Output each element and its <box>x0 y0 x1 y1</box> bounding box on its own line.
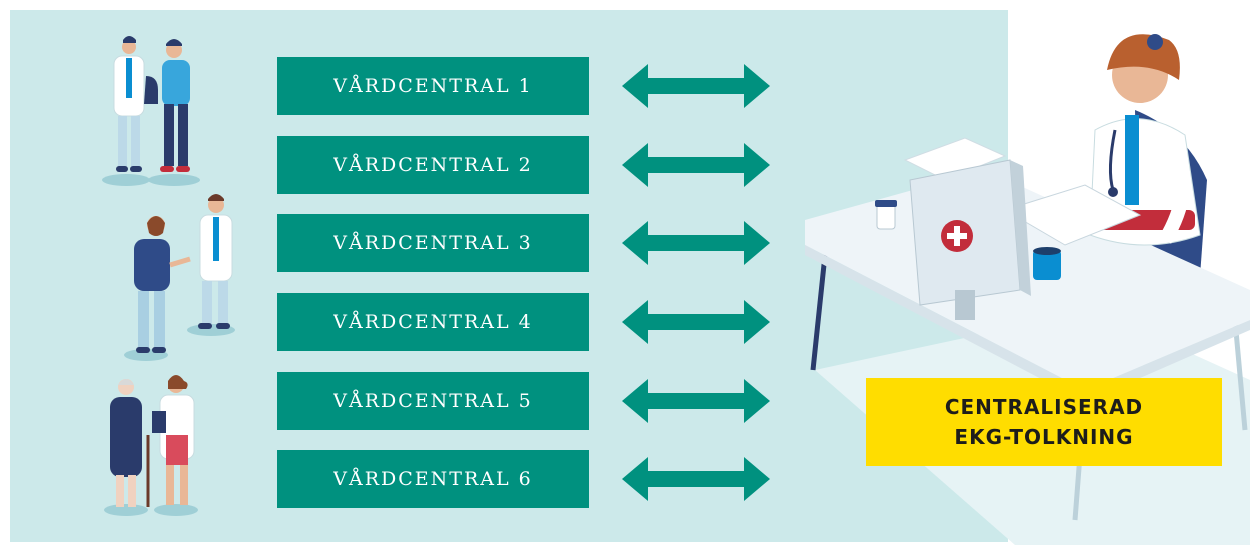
vardcentral-4-box: VÅRDCENTRAL 4 <box>277 293 589 351</box>
vardcentral-6-box: VÅRDCENTRAL 6 <box>277 450 589 508</box>
vardcentral-1-box: VÅRDCENTRAL 1 <box>277 57 589 115</box>
vardcentral-3-box: VÅRDCENTRAL 3 <box>277 214 589 272</box>
centralized-ecg-label-line-2: EKG-TOLKNING <box>954 425 1134 449</box>
double-arrow-icon-1 <box>622 64 770 108</box>
double-arrow-icon-5 <box>622 379 770 423</box>
doctor-at-computer-illustration <box>805 34 1250 545</box>
centralized-ecg-label-line-1: CENTRALISERAD <box>944 395 1144 419</box>
vardcentral-5-box: VÅRDCENTRAL 5 <box>277 372 589 430</box>
doctor-and-patient-pair-2 <box>124 194 235 361</box>
centralized-ecg-label: CENTRALISERAD EKG-TOLKNING <box>866 378 1222 466</box>
double-arrow-icon-2 <box>622 143 770 187</box>
doctor-and-patient-pair-3 <box>104 375 198 516</box>
patients-and-doctors-illustration <box>102 36 235 516</box>
doctor-and-patient-pair-1 <box>102 36 200 186</box>
double-arrow-icon-6 <box>622 457 770 501</box>
double-arrow-icon-3 <box>622 221 770 265</box>
double-arrow-icon-4 <box>622 300 770 344</box>
vardcentral-2-box: VÅRDCENTRAL 2 <box>277 136 589 194</box>
